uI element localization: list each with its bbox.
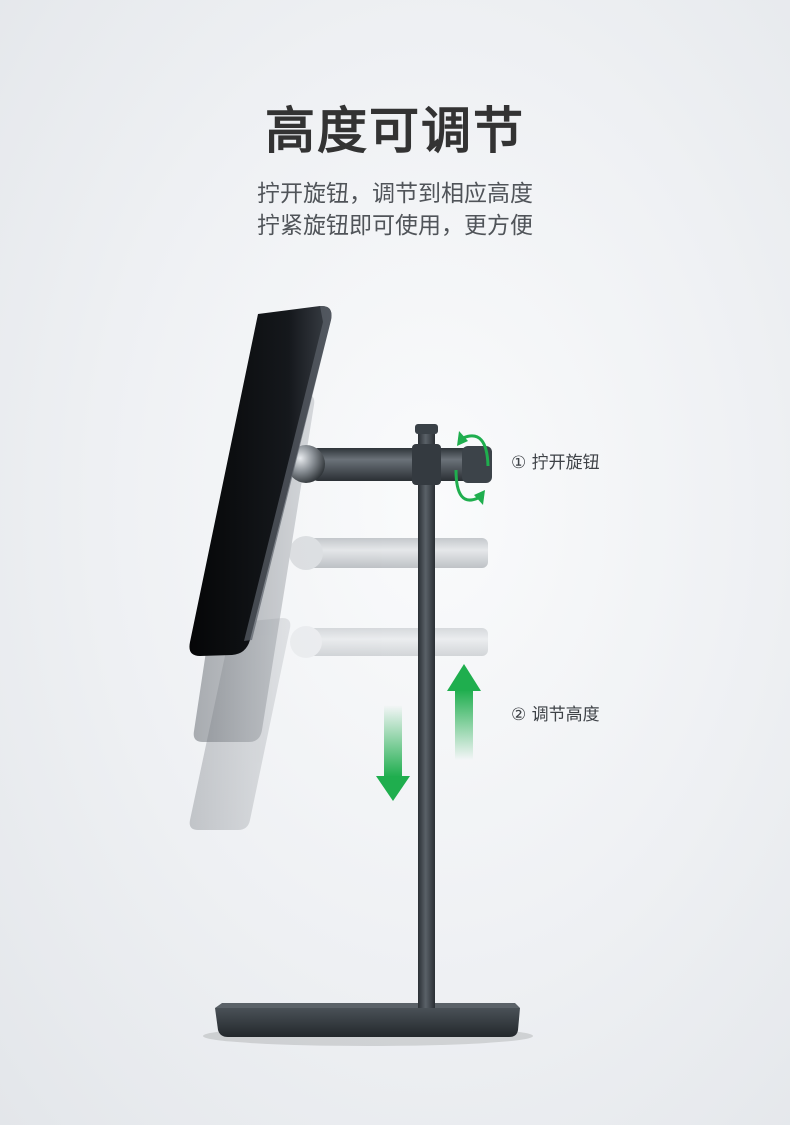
phone-edge xyxy=(244,305,332,641)
stand-base-top xyxy=(215,1003,520,1008)
arm-knob xyxy=(462,446,492,483)
rotate-arrow-head-top xyxy=(457,431,468,446)
arrow-up-icon xyxy=(447,664,481,760)
arm-collar xyxy=(412,444,441,485)
subtitle-line-1: 拧开旋钮，调节到相应高度 xyxy=(257,181,533,207)
subtitle-line-2: 拧紧旋钮即可使用，更方便 xyxy=(257,213,533,239)
stand-arm xyxy=(312,448,492,481)
rotate-arrows-icon xyxy=(454,434,490,502)
step-label-unscrew: ① 拧开旋钮 xyxy=(511,453,600,473)
stand-base xyxy=(215,1008,520,1037)
stand-pole xyxy=(418,426,435,1008)
rotate-arrow-head-bottom xyxy=(474,490,485,505)
phone xyxy=(189,305,332,656)
page-title: 高度可调节 xyxy=(265,102,525,160)
arrow-down-icon xyxy=(376,705,410,801)
pole-cap xyxy=(415,424,438,434)
step-label-adjust: ② 调节高度 xyxy=(511,705,600,725)
